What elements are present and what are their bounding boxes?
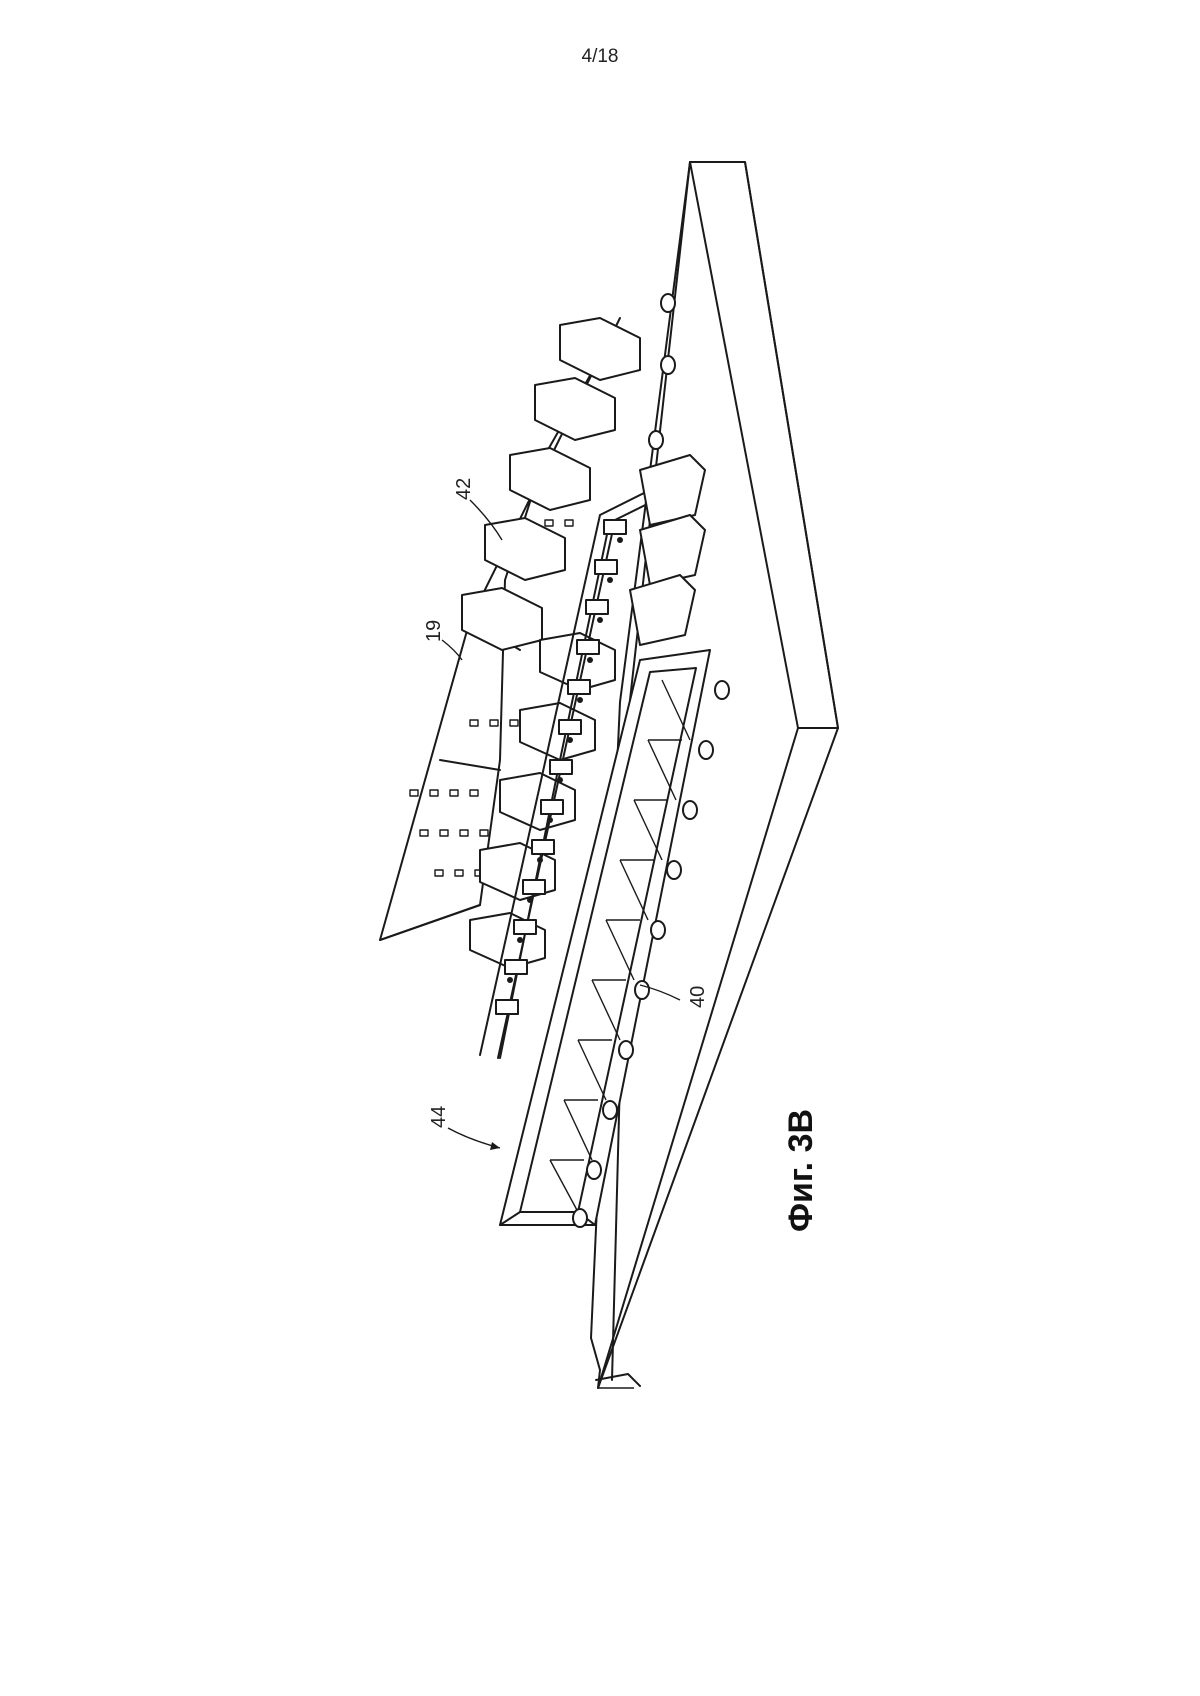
label-40: 40	[687, 986, 709, 1008]
rail-dots	[507, 537, 623, 983]
page-number: 4/18	[581, 46, 619, 67]
tooling-rail	[479, 454, 706, 1059]
actuator-row	[495, 519, 627, 1015]
truss-frame	[499, 293, 730, 1228]
caster-wheels	[572, 293, 730, 1228]
upper-assembly	[379, 317, 641, 969]
leader-lines	[441, 499, 681, 1150]
label-19: 19	[423, 620, 445, 642]
figure-caption: Фиг. 3В	[782, 1109, 820, 1232]
truss-diagonals	[549, 679, 691, 1213]
label-42: 42	[453, 478, 475, 500]
label-44: 44	[428, 1106, 450, 1128]
